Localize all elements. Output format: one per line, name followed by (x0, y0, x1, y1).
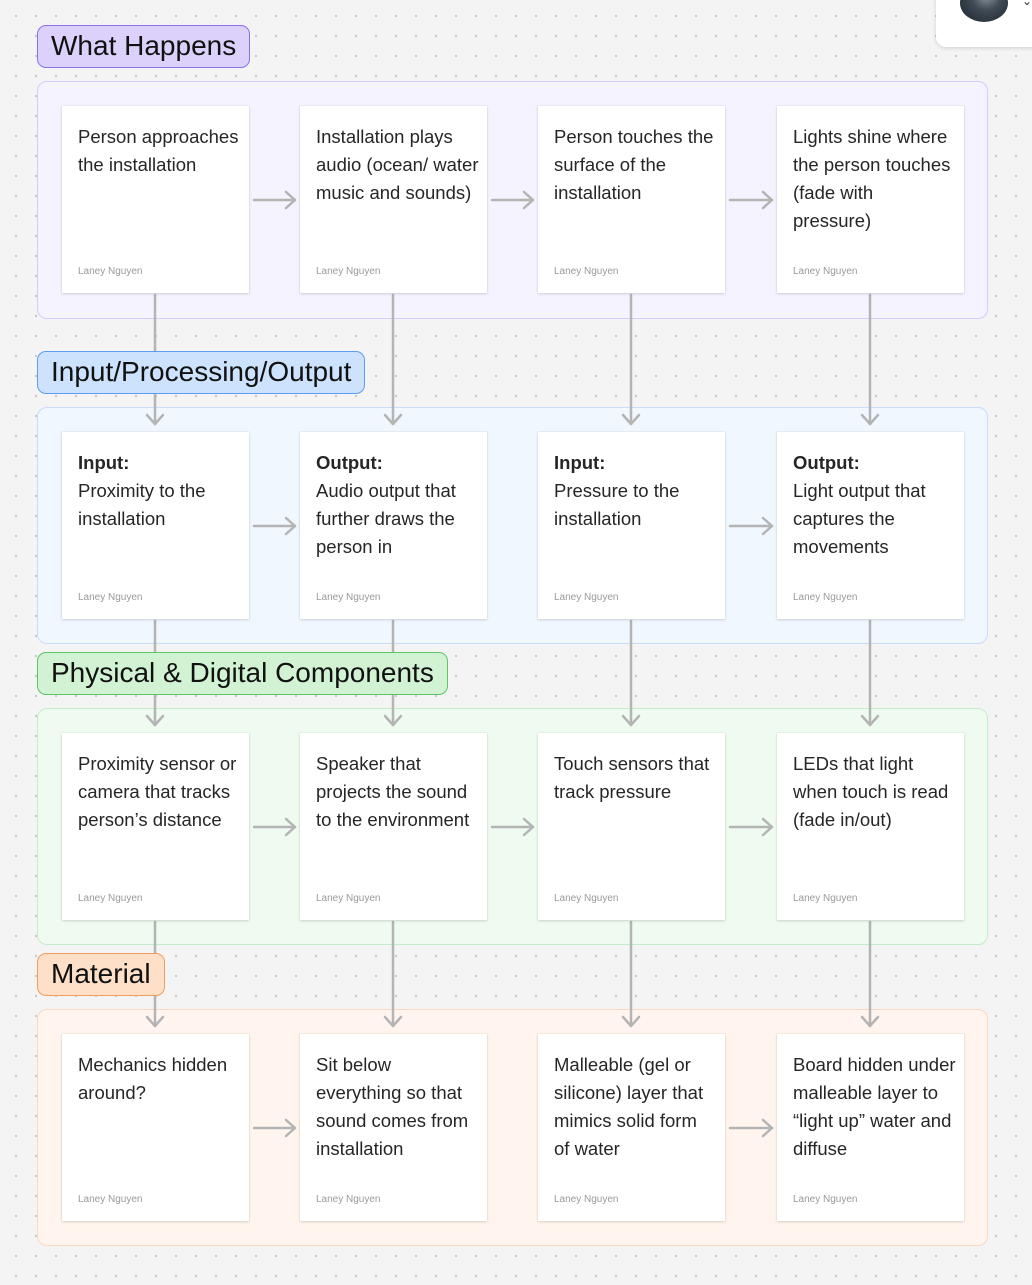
arrow-head (284, 1118, 297, 1138)
sticky-note[interactable]: LEDs that light when touch is read (fade… (777, 733, 964, 920)
arrow-head (860, 1015, 880, 1028)
sticky-note-author: Laney Nguyen (78, 893, 143, 904)
section-title-material[interactable]: Material (37, 953, 165, 996)
user-avatar[interactable] (960, 0, 1008, 22)
arrow-head (383, 413, 403, 426)
sticky-note-text: Proximity sensor or camera that tracks p… (78, 753, 237, 830)
sticky-note-author: Laney Nguyen (78, 266, 143, 277)
sticky-note-text: Person touches the surface of the instal… (554, 126, 714, 203)
sticky-note[interactable]: Lights shine where the person touches (f… (777, 106, 964, 293)
sticky-note[interactable]: Mechanics hidden around? Laney Nguyen (62, 1034, 249, 1221)
arrow-head (761, 516, 774, 536)
sticky-note-author: Laney Nguyen (793, 1194, 858, 1205)
sticky-note[interactable]: Output:Light output that captures the mo… (777, 432, 964, 619)
arrow-head (284, 190, 297, 210)
sticky-note-text: Touch sensors that track pressure (554, 753, 710, 802)
arrow-head (522, 190, 535, 210)
arrow-head (860, 714, 880, 727)
sticky-note-author: Laney Nguyen (793, 893, 858, 904)
arrow-head (621, 413, 641, 426)
sticky-note-author: Laney Nguyen (316, 1194, 381, 1205)
sticky-note-text: Malleable (gel or silicone) layer that m… (554, 1054, 704, 1159)
arrow-head (383, 714, 403, 727)
arrow-head (145, 1015, 165, 1028)
sticky-note-author: Laney Nguyen (316, 893, 381, 904)
sticky-note-text: Person approaches the installation (78, 126, 239, 175)
arrow-head (761, 817, 774, 837)
arrow-head (860, 413, 880, 426)
sticky-note-author: Laney Nguyen (793, 266, 858, 277)
sticky-note-author: Laney Nguyen (793, 592, 858, 603)
sticky-note-text: LEDs that light when touch is read (fade… (793, 753, 949, 830)
arrow-head (145, 413, 165, 426)
sticky-note-text: Installation plays audio (ocean/ water m… (316, 126, 479, 203)
arrow-head (522, 817, 535, 837)
arrow-head (761, 1118, 774, 1138)
sticky-note-text: Lights shine where the person touches (f… (793, 126, 951, 231)
arrow-head (621, 1015, 641, 1028)
sticky-note-text: Output:Audio output that further draws t… (316, 452, 456, 557)
sticky-note[interactable]: Proximity sensor or camera that tracks p… (62, 733, 249, 920)
sticky-note-author: Laney Nguyen (78, 1194, 143, 1205)
sticky-note[interactable]: Installation plays audio (ocean/ water m… (300, 106, 487, 293)
sticky-note-author: Laney Nguyen (554, 266, 619, 277)
arrow-head (383, 1015, 403, 1028)
section-title-what-happens[interactable]: What Happens (37, 25, 251, 68)
sticky-note[interactable]: Sit below everything so that sound comes… (300, 1034, 487, 1221)
sticky-note-author: Laney Nguyen (316, 592, 381, 603)
sticky-note-text: Input:Proximity to the installation (78, 452, 206, 529)
sticky-note[interactable]: Person approaches the installation Laney… (62, 106, 249, 293)
sticky-note[interactable]: Person touches the surface of the instal… (538, 106, 725, 293)
sticky-note-author: Laney Nguyen (316, 266, 381, 277)
section-title-components[interactable]: Physical & Digital Components (37, 652, 448, 695)
section-title-input-processing-output[interactable]: Input/Processing/Output (37, 351, 366, 394)
sticky-note-author: Laney Nguyen (554, 893, 619, 904)
sticky-note-text: Speaker that projects the sound to the e… (316, 753, 470, 830)
sticky-note[interactable]: Output:Audio output that further draws t… (300, 432, 487, 619)
sticky-note[interactable]: Touch sensors that track pressure Laney … (538, 733, 725, 920)
chevron-down-icon[interactable]: ⌄ (1022, 0, 1032, 8)
sticky-note-text: Input:Pressure to the installation (554, 452, 680, 529)
sticky-note[interactable]: Malleable (gel or silicone) layer that m… (538, 1034, 725, 1221)
sticky-note-text: Output:Light output that captures the mo… (793, 452, 926, 557)
arrow-head (621, 714, 641, 727)
sticky-note-text: Board hidden under malleable layer to “l… (793, 1054, 956, 1159)
arrow-head (145, 714, 165, 727)
sticky-note[interactable]: Input:Pressure to the installation Laney… (538, 432, 725, 619)
sticky-note[interactable]: Speaker that projects the sound to the e… (300, 733, 487, 920)
sticky-note-author: Laney Nguyen (554, 1194, 619, 1205)
arrow-head (761, 190, 774, 210)
sticky-note[interactable]: Board hidden under malleable layer to “l… (777, 1034, 964, 1221)
sticky-note-text: Sit below everything so that sound comes… (316, 1054, 469, 1159)
sticky-note-text: Mechanics hidden around? (78, 1054, 228, 1103)
sticky-note-author: Laney Nguyen (78, 592, 143, 603)
sticky-note[interactable]: Input:Proximity to the installation Lane… (62, 432, 249, 619)
arrow-head (284, 516, 297, 536)
arrow-head (284, 817, 297, 837)
sticky-note-author: Laney Nguyen (554, 592, 619, 603)
